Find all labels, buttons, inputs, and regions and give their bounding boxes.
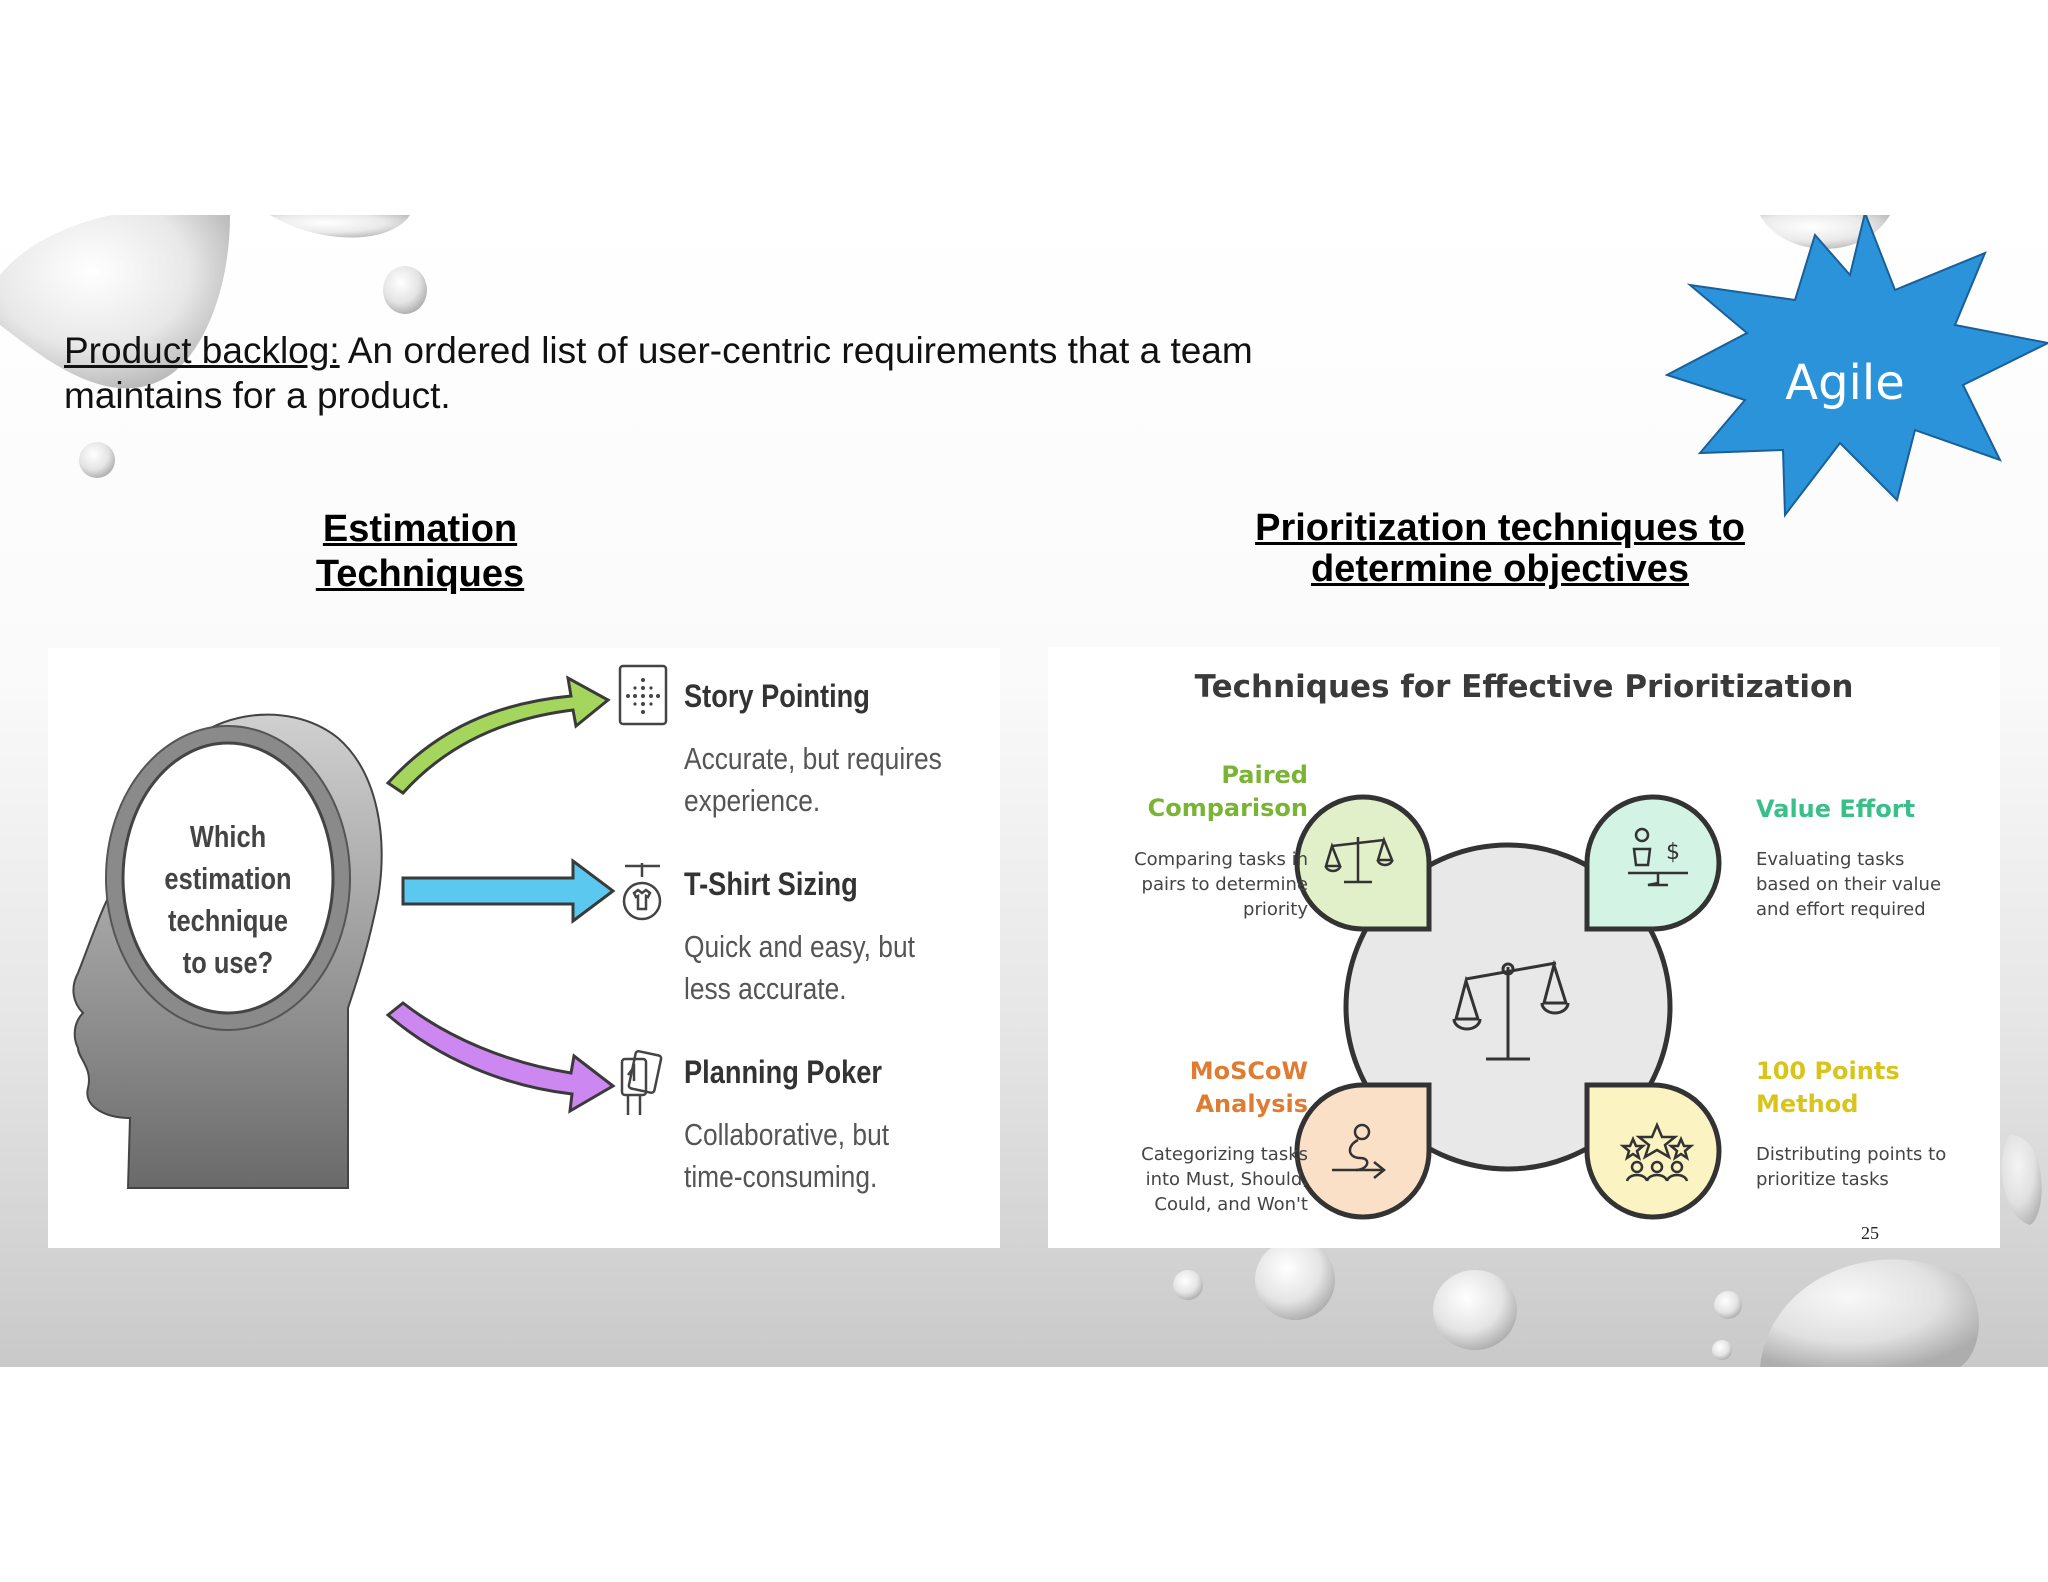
svg-text:$: $ — [1666, 840, 1680, 865]
agile-label: Agile — [1785, 355, 1905, 411]
value-effort-node — [1584, 794, 1722, 932]
balance-scale-icon — [1452, 959, 1570, 1061]
agile-starburst-badge — [1665, 215, 2048, 518]
estimation-diagram: Which estimation technique to use? Story… — [48, 648, 1000, 1248]
moscow-desc: Categorizing tasks into Must, Should, Co… — [1141, 1144, 1308, 1215]
arrow-tshirt-sizing — [401, 858, 616, 924]
planning-poker-desc: Collaborative, but time-consuming. — [684, 1117, 890, 1194]
paired-comparison-label: Paired Comparison — [1147, 761, 1308, 822]
head-silhouette — [72, 713, 383, 1189]
value-effort-label: Value Effort — [1756, 795, 1916, 823]
paired-comparison-desc: Comparing tasks in pairs to determine pr… — [1134, 849, 1308, 920]
hundred-points-label: 100 Points Method — [1756, 1057, 1900, 1118]
grid-dots-icon — [618, 664, 668, 726]
moscow-node — [1294, 1082, 1432, 1220]
tshirt-sizing-desc: Quick and easy, but less accurate. — [684, 929, 915, 1006]
tshirt-icon — [622, 863, 662, 921]
story-pointing-desc: Accurate, but requires experience. — [684, 741, 942, 818]
backlog-term: Product backlog: — [64, 330, 340, 371]
estimation-heading: Estimation Techniques — [315, 508, 525, 595]
path-arrow-icon — [1332, 1123, 1387, 1179]
backlog-definition: Product backlog: An ordered list of user… — [64, 328, 1364, 418]
prioritization-heading: Prioritization techniques to determine o… — [1255, 507, 1745, 590]
slide-number: 25 — [1861, 1223, 1879, 1243]
value-effort-desc: Evaluating tasks based on their value an… — [1756, 849, 1942, 920]
prioritization-diagram: $ Techniques for Effective Prioritizatio… — [1048, 647, 2000, 1248]
story-pointing-title: Story Pointing — [684, 678, 870, 714]
stars-people-icon — [1619, 1121, 1695, 1182]
paired-comparison-node — [1294, 794, 1432, 932]
arrow-planning-poker — [385, 1001, 616, 1114]
arrow-story-pointing — [385, 675, 611, 795]
estimation-question: Which estimation technique to use? — [164, 819, 292, 980]
hundred-points-desc: Distributing points to prioritize tasks — [1756, 1144, 1947, 1190]
water-drops-decoration — [0, 215, 2042, 1367]
slide: Product backlog: An ordered list of user… — [0, 215, 2048, 1367]
backlog-text: An ordered list of user-centric requirem… — [64, 330, 1253, 416]
cards-icon — [620, 1050, 663, 1115]
prioritization-title: Techniques for Effective Prioritization — [1194, 669, 1854, 705]
tshirt-sizing-title: T-Shirt Sizing — [684, 866, 858, 902]
scale-icon — [1324, 836, 1394, 884]
planning-poker-title: Planning Poker — [684, 1054, 882, 1090]
value-scale-icon: $ — [1628, 827, 1688, 887]
moscow-label: MoSCoW Analysis — [1189, 1057, 1308, 1118]
